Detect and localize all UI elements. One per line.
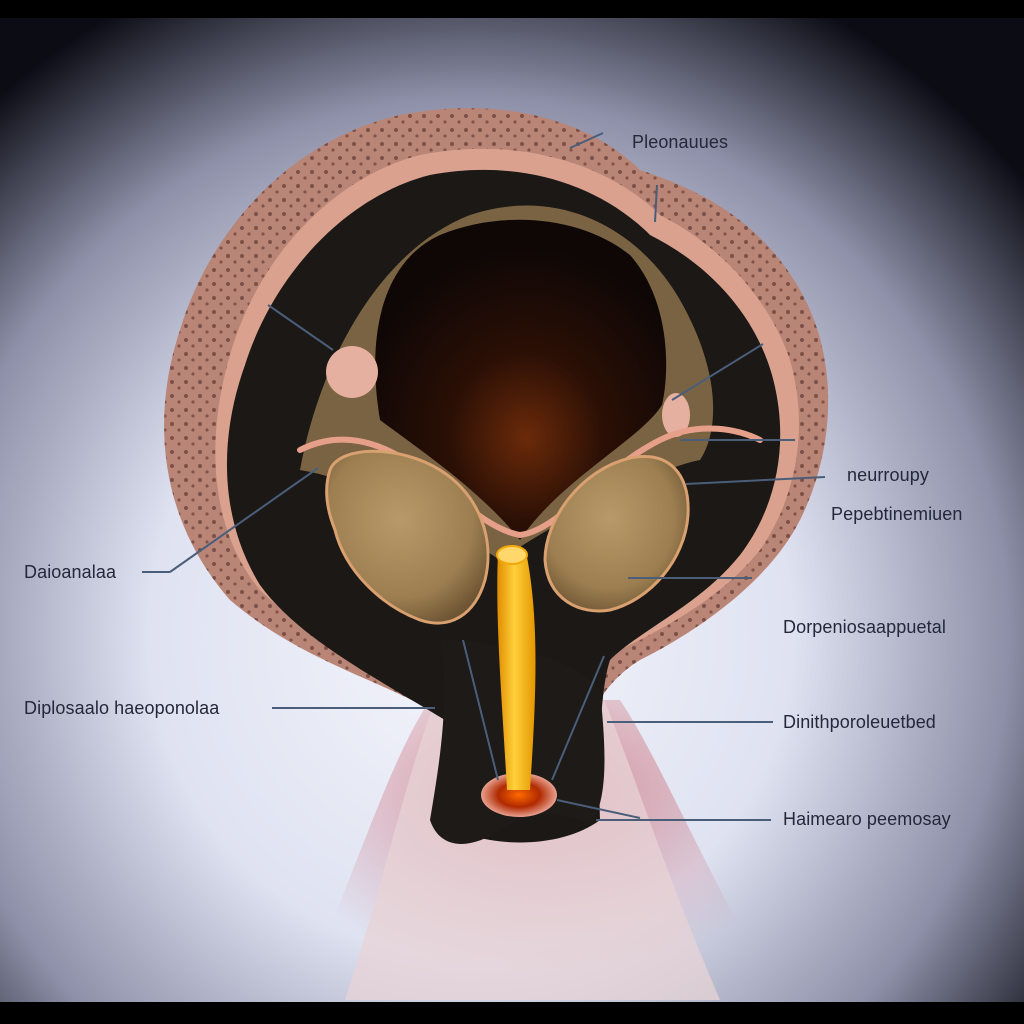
- left-nodule: [326, 346, 378, 398]
- left-lobe: [325, 449, 490, 625]
- leader-right-1: [685, 476, 826, 485]
- leader-top-right-b: [654, 184, 658, 223]
- right-lobe: [543, 455, 690, 613]
- label-top-right: Pleonauues: [632, 132, 729, 152]
- membrane-curve: [297, 425, 763, 539]
- leader-top-right-a: [569, 132, 604, 149]
- duct-top: [496, 545, 528, 565]
- leader-right-nodule: [671, 343, 764, 401]
- leader-lines: [142, 132, 826, 821]
- label-right-5: Haimearo peemosay: [783, 809, 951, 829]
- leader-right-5b: [556, 799, 641, 819]
- leader-plug-right: [551, 655, 605, 781]
- label-left-2: Diplosaalo haeoponolaa: [24, 698, 220, 718]
- leader-left-nodule: [267, 304, 334, 351]
- top-border: [0, 0, 1024, 18]
- label-right-3: Dorpeniosaappuetal: [783, 617, 946, 637]
- bottom-border: [0, 1002, 1024, 1024]
- central-lumen: [375, 219, 667, 541]
- duct-opening: [481, 773, 557, 817]
- label-left-1: Daioanalaa: [24, 562, 117, 582]
- label-right-4: Dinithporoleuetbed: [783, 712, 936, 732]
- right-nodule: [662, 393, 690, 437]
- label-right-2: Pepebtinemiuen: [831, 504, 963, 524]
- central-duct: [497, 552, 536, 790]
- leader-plug-left: [462, 639, 499, 781]
- label-right-1: neurroupy: [847, 465, 929, 485]
- leader-left-1b: [169, 467, 319, 573]
